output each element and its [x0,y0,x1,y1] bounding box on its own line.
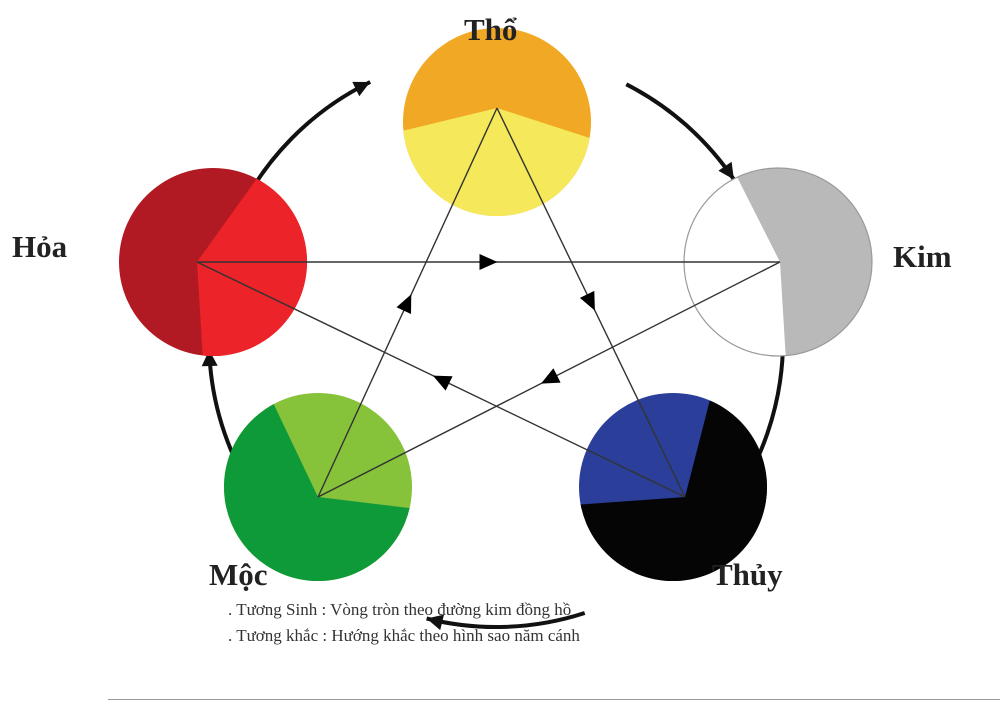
label-kim: Kim [893,239,952,274]
legend-generating: . Tương Sinh : Vòng tròn theo đường kim … [228,600,572,619]
arc-thuy-moc [426,611,586,630]
label-hoa: Hỏa [12,229,68,264]
circle-moc-secondary [224,393,412,581]
legend-controlling: . Tương khắc : Hướng khắc theo hình sao … [228,626,580,645]
label-moc: Mộc [209,557,268,592]
star-arrowhead-tho-thuy [579,290,595,311]
arc-tho-kim-arrowhead [718,161,734,180]
controlling-star-arrows [196,107,781,498]
label-tho: Thổ [464,12,518,47]
arc-thuy-moc-arrowhead [426,614,444,631]
star-arrowhead-moc-tho [396,294,412,314]
circle-tho-secondary [403,108,591,216]
bottom-divider [108,699,1000,700]
circle-kim-secondary [730,168,872,356]
circle-thuy-secondary [579,393,767,581]
arc-moc-hoa-arrowhead [201,350,218,367]
star-arrowhead-kim-moc [541,368,561,384]
label-thuy: Thủy [712,557,783,592]
star-arrowhead-hoa-kim [479,254,498,270]
element-circles [119,28,873,581]
arc-tho-kim [625,82,736,181]
star-arrowhead-thuy-hoa [432,375,453,391]
circle-thuy [579,393,767,581]
arc-hoa-tho-arrowhead [352,81,371,97]
circle-moc [224,393,412,581]
circle-tho [403,28,591,216]
